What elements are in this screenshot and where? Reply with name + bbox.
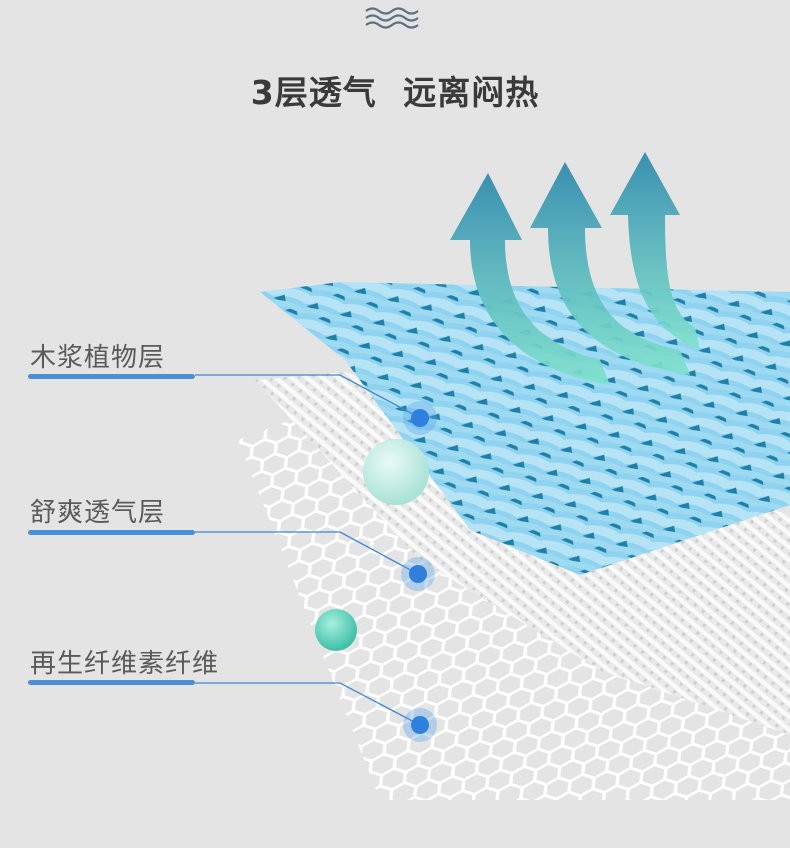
- layer-label-wood-pulp: 木浆植物层: [30, 343, 166, 373]
- callout-dots: [401, 401, 437, 742]
- label-underline: [28, 374, 195, 379]
- layer-label-breathable: 舒爽透气层: [30, 498, 166, 528]
- label-underline: [28, 680, 195, 685]
- bubble: [315, 609, 357, 651]
- bubble: [363, 439, 429, 505]
- airflow-arrows: [450, 152, 700, 385]
- label-underline: [28, 530, 195, 535]
- wave-icon: [365, 7, 419, 29]
- layer-label-regenerated-fiber: 再生纤维素纤维: [30, 649, 220, 679]
- page-title: 3层透气 远离闷热: [250, 73, 540, 112]
- callout-lines: [195, 374, 421, 726]
